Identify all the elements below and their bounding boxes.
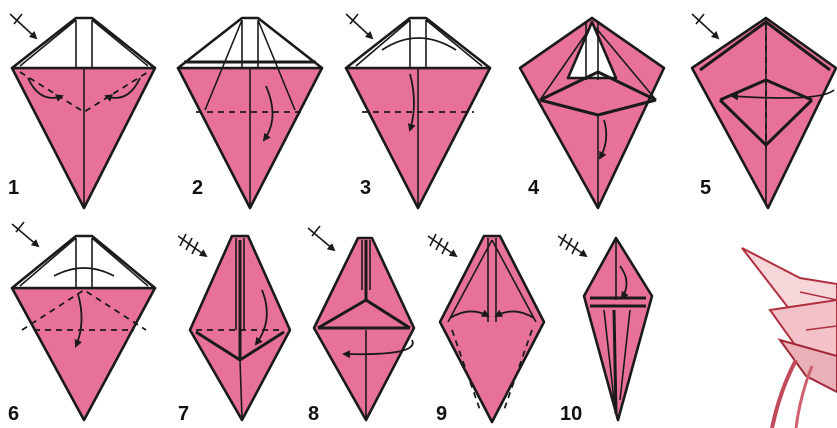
step-5-diagram: 5	[692, 14, 836, 208]
step-3-diagram: 3	[346, 14, 490, 208]
step-9-repeat-icon	[428, 234, 456, 256]
step-5-turn-over-icon	[692, 14, 718, 38]
step-7-repeat-icon	[178, 234, 206, 256]
step-5-number: 5	[700, 177, 711, 199]
step-10-repeat-icon	[558, 234, 586, 256]
step-3-number: 3	[360, 177, 371, 199]
step-2-diagram: 2	[178, 18, 322, 208]
step-8-diagram: 8	[308, 226, 414, 425]
step-3-turn-over-icon	[346, 14, 372, 38]
step-1-turn-over-icon	[10, 14, 36, 38]
step-1-number: 1	[8, 177, 19, 199]
step-1-diagram: 1	[8, 14, 155, 208]
step-9-diagram: 9	[428, 234, 544, 425]
step-6-turn-over-icon	[12, 222, 38, 246]
step-1-top-flap	[12, 18, 155, 68]
step-7-number: 7	[178, 403, 189, 425]
step-10-diagram: 10	[558, 234, 652, 425]
step-2-number: 2	[192, 177, 203, 199]
step-6-number: 6	[8, 403, 19, 425]
step-8-number: 8	[308, 403, 319, 425]
step-6-diagram: 6	[8, 222, 155, 425]
step-4-number: 4	[528, 177, 540, 199]
folded-flower-photo	[742, 248, 837, 428]
step-7-diagram: 7	[178, 234, 290, 425]
step-4-diagram: 4	[520, 18, 664, 208]
step-10-number: 10	[560, 403, 582, 425]
step-8-turn-over-icon	[308, 226, 334, 250]
step-9-number: 9	[436, 403, 447, 425]
